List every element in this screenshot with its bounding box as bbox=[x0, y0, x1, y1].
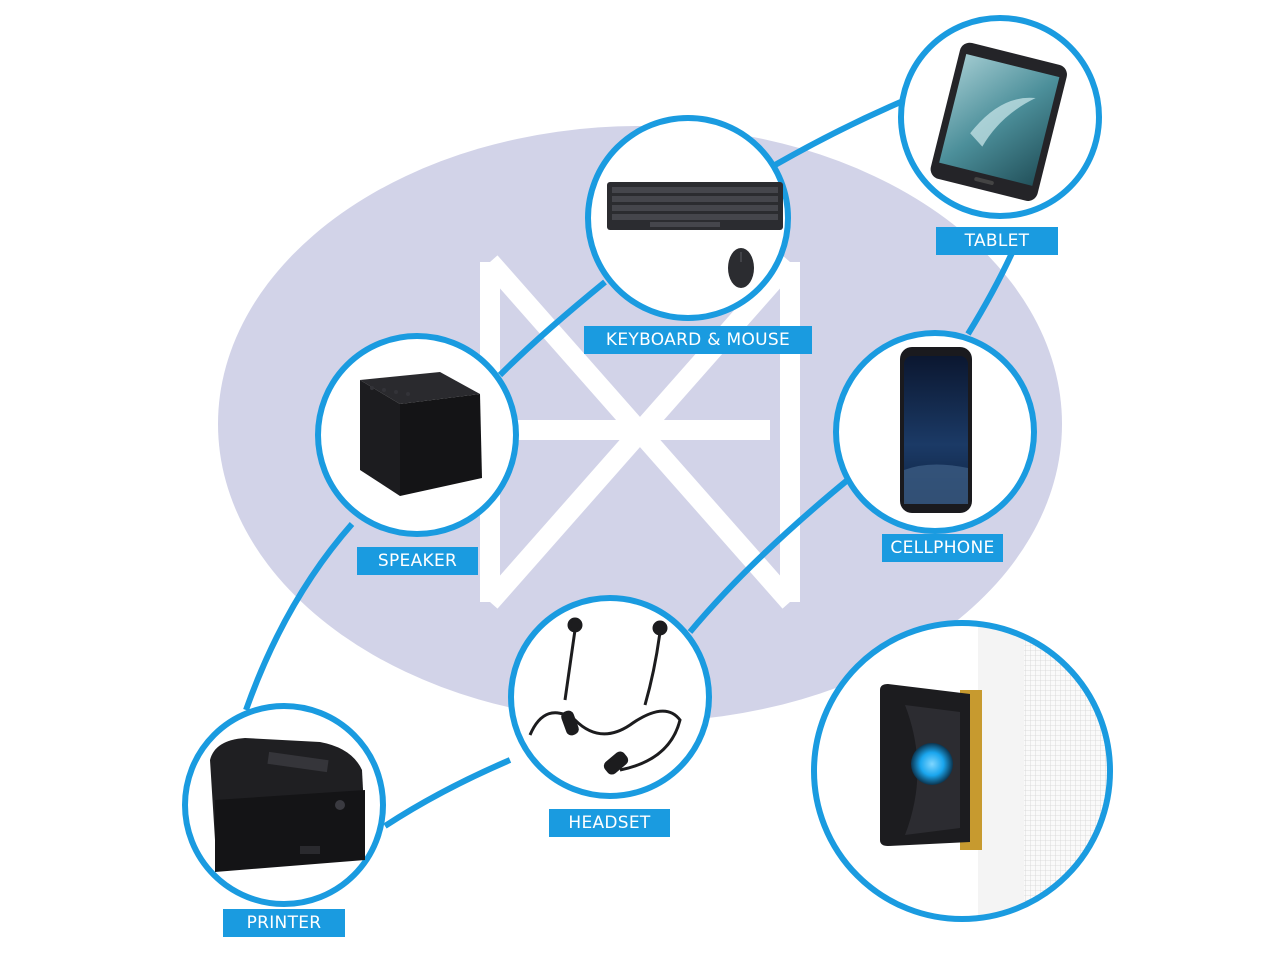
keyboard-mouse-icon bbox=[607, 182, 783, 288]
device-cellphone bbox=[833, 330, 1037, 534]
device-keyboard-mouse bbox=[585, 115, 791, 321]
device-printer bbox=[182, 703, 386, 907]
tablet-icon bbox=[930, 42, 1067, 201]
device-headset bbox=[508, 595, 712, 799]
label-cellphone: CELLPHONE bbox=[882, 534, 1003, 562]
label-speaker: SPEAKER bbox=[357, 547, 478, 575]
label-printer: PRINTER bbox=[223, 909, 345, 937]
speaker-icon bbox=[360, 372, 482, 496]
printer-icon bbox=[210, 738, 365, 872]
connection-lines bbox=[243, 98, 1023, 829]
cellphone-icon bbox=[900, 347, 972, 513]
device-tablet bbox=[898, 15, 1102, 219]
device-bluetooth-adapter bbox=[811, 620, 1113, 922]
label-headset: HEADSET bbox=[549, 809, 670, 837]
headset-icon bbox=[528, 617, 682, 775]
device-speaker bbox=[315, 333, 519, 537]
label-keyboard-mouse: KEYBOARD & MOUSE bbox=[584, 326, 812, 354]
label-tablet: TABLET bbox=[936, 227, 1058, 255]
